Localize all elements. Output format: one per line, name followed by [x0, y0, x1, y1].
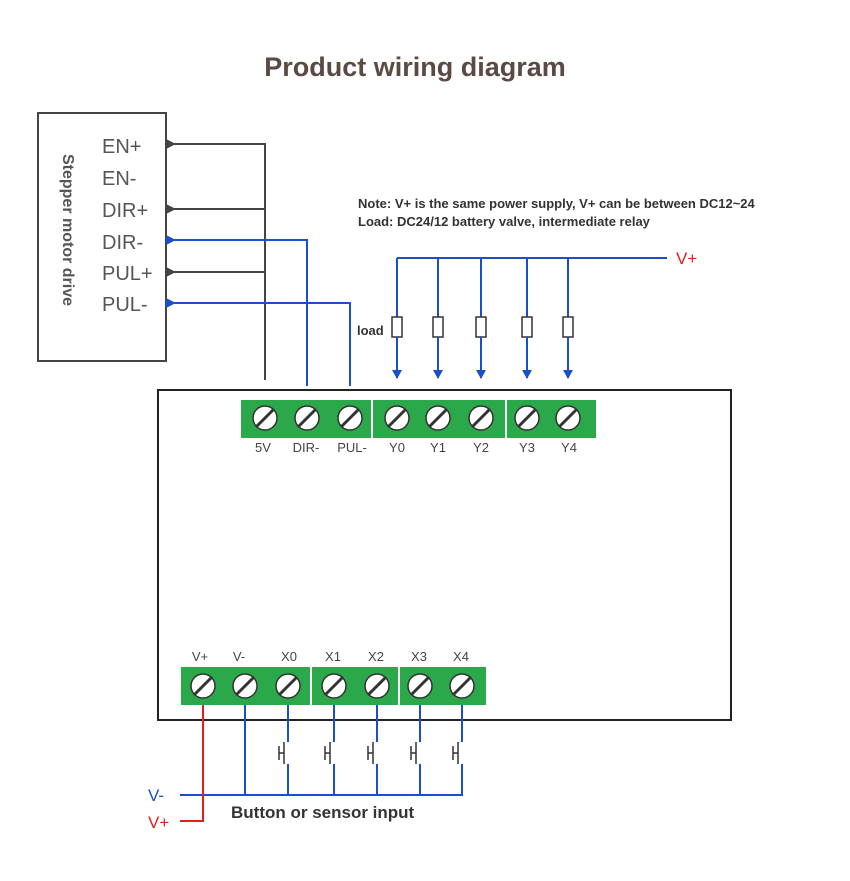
drive-pin-pul-minus: PUL- — [102, 294, 148, 316]
terminal-screw — [468, 405, 494, 431]
drive-pin-pul-plus: PUL+ — [102, 263, 153, 285]
terminal-label-vminus: V- — [233, 649, 245, 664]
load-y4 — [562, 258, 574, 379]
terminal-label-5v: 5V — [255, 440, 271, 455]
note-line-2: Load: DC24/12 battery valve, intermediat… — [358, 214, 651, 229]
vplus-top-label: V+ — [676, 249, 697, 268]
wire-pul-minus — [166, 298, 351, 386]
vplus-bottom-label: V+ — [148, 813, 169, 832]
load-resistor — [432, 316, 444, 338]
stepper-drive: Stepper motor drive EN+ EN- DIR+ DIR- PU… — [37, 112, 167, 362]
load-resistor — [521, 316, 533, 338]
terminal-label-pul-minus: PUL- — [337, 440, 367, 455]
terminal-screw — [232, 673, 258, 699]
terminal-screw — [555, 405, 581, 431]
terminal-label-x4: X4 — [453, 649, 469, 664]
load-y2 — [475, 258, 487, 379]
terminal-label-x0: X0 — [281, 649, 297, 664]
terminal-screw — [294, 405, 320, 431]
terminal-screw — [275, 673, 301, 699]
drive-pin-dir-minus: DIR- — [102, 232, 143, 254]
terminal-screw — [321, 673, 347, 699]
terminal-label-x2: X2 — [368, 649, 384, 664]
wire-dir-minus — [166, 235, 308, 386]
drive-name-label: Stepper motor drive — [59, 154, 76, 306]
controller-board — [157, 389, 732, 721]
terminal-label-y1: Y1 — [430, 440, 446, 455]
button-switch-x3 — [410, 705, 421, 795]
load-resistor — [475, 316, 487, 338]
button-switch-x0 — [278, 705, 289, 795]
terminal-label-dir-minus: DIR- — [293, 440, 320, 455]
note-line-1: Note: V+ is the same power supply, V+ ca… — [358, 196, 756, 211]
input-terminal-block: V+ V- X0 X1 X2 X3 X4 — [181, 649, 486, 705]
terminal-screw — [425, 405, 451, 431]
terminal-screw — [190, 673, 216, 699]
load-y1 — [432, 258, 444, 379]
button-switch-x2 — [367, 705, 378, 795]
terminal-screw — [364, 673, 390, 699]
input-caption: Button or sensor input — [231, 803, 415, 822]
vminus-bottom-label: V- — [148, 786, 164, 805]
terminal-label-vplus: V+ — [192, 649, 208, 664]
terminal-screw — [337, 405, 363, 431]
terminal-screw — [514, 405, 540, 431]
drive-pin-en-minus: EN- — [102, 168, 136, 190]
button-switch-x4 — [452, 705, 463, 795]
drive-pin-dir-plus: DIR+ — [102, 200, 148, 222]
terminal-screw — [449, 673, 475, 699]
load-label: load — [357, 323, 384, 338]
output-terminal-block: 5V DIR- PUL- Y0 Y1 Y2 Y3 Y4 — [241, 400, 596, 455]
terminal-label-y2: Y2 — [473, 440, 489, 455]
load-y0 — [391, 258, 403, 379]
terminal-label-x3: X3 — [411, 649, 427, 664]
terminal-label-y4: Y4 — [561, 440, 577, 455]
terminal-label-y3: Y3 — [519, 440, 535, 455]
wire-en-plus — [166, 139, 266, 380]
drive-wires — [166, 139, 351, 386]
terminal-screw — [384, 405, 410, 431]
terminal-screw — [407, 673, 433, 699]
load-resistor — [391, 316, 403, 338]
terminal-label-x1: X1 — [325, 649, 341, 664]
terminal-label-y0: Y0 — [389, 440, 405, 455]
page-title: Product wiring diagram — [264, 52, 566, 82]
load-y3 — [521, 258, 533, 379]
wire-vplus — [180, 705, 204, 822]
input-wiring: V- V+ — [148, 705, 463, 832]
load-resistor — [562, 316, 574, 338]
button-switch-x1 — [324, 705, 335, 795]
load-circuit: V+ load — [357, 249, 697, 379]
terminal-screw — [252, 405, 278, 431]
drive-pin-en-plus: EN+ — [102, 136, 141, 158]
